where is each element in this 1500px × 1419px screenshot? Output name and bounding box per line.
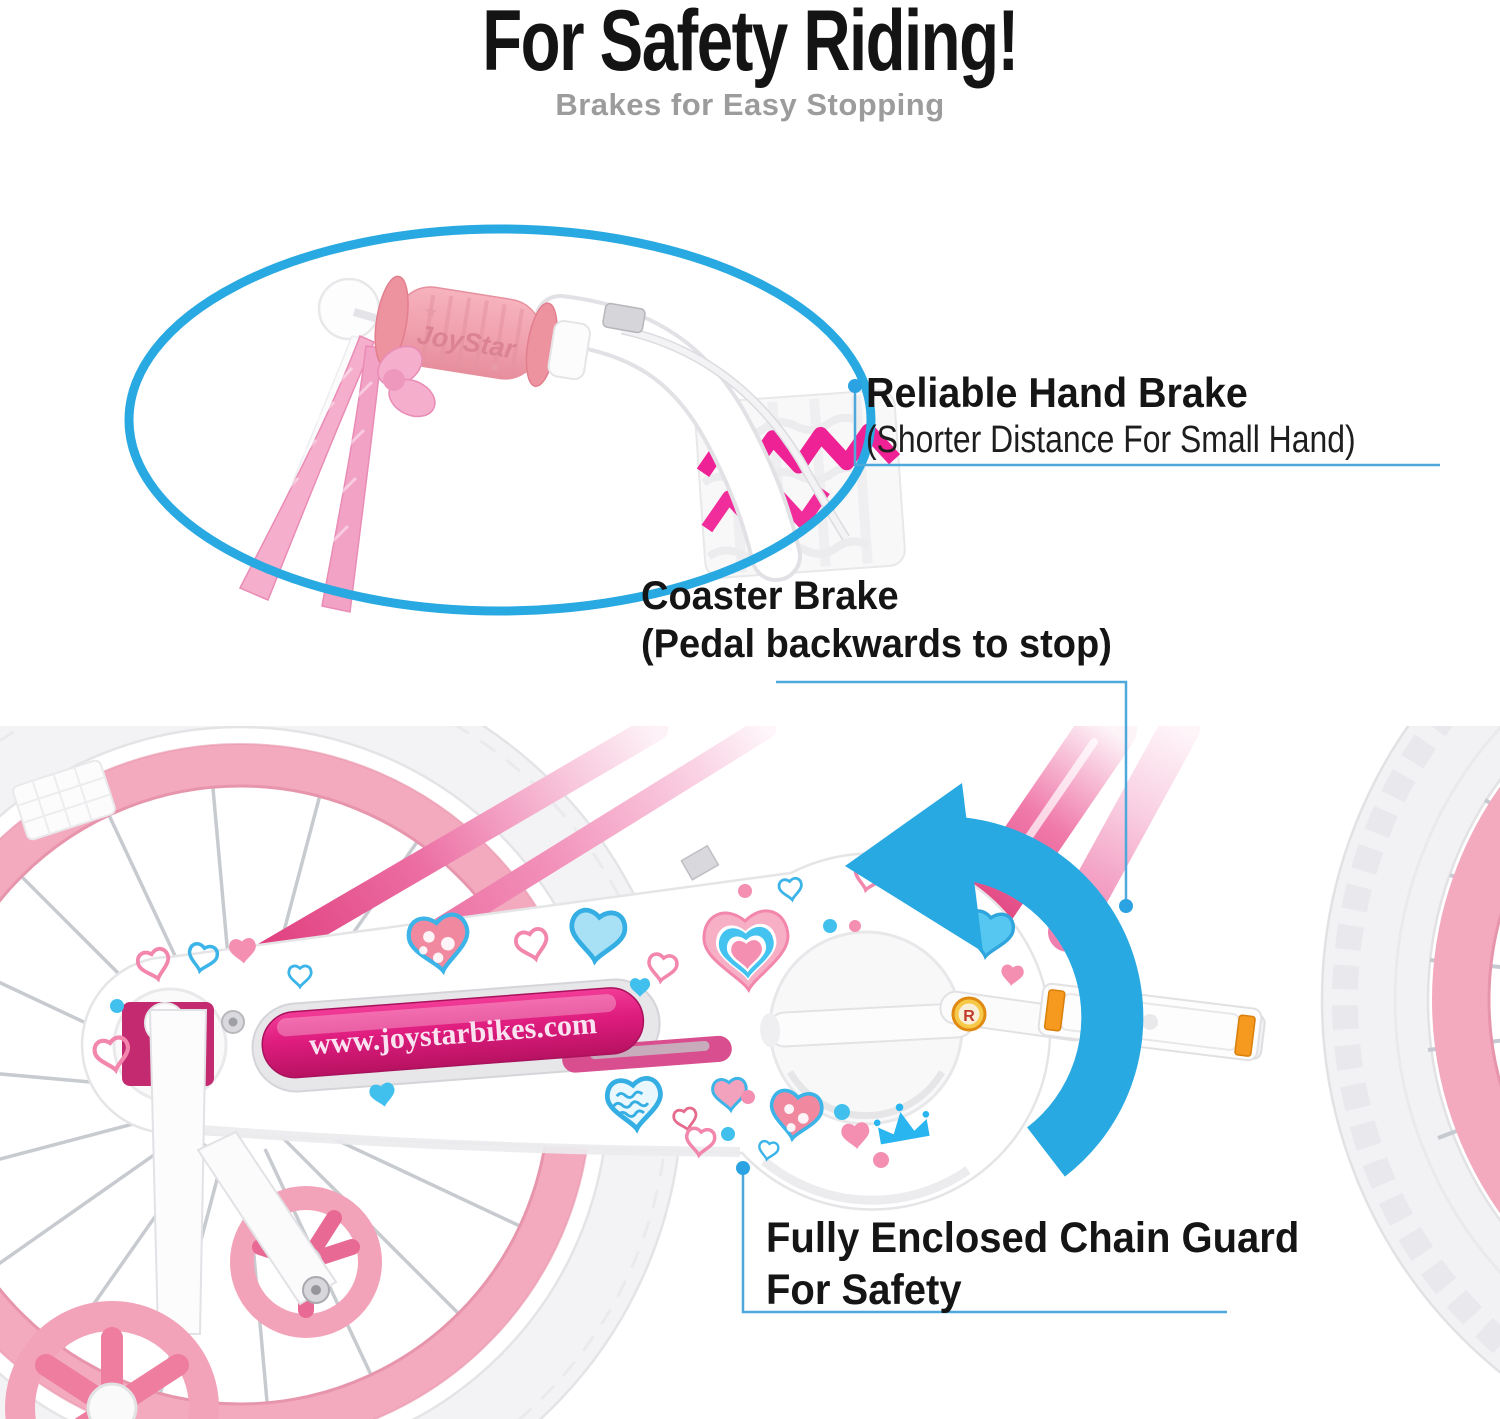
chain-guard-note: For Safety — [766, 1266, 962, 1314]
callout-coaster-brake: Coaster Brake (Pedal backwards to stop) — [641, 572, 1137, 668]
hand-brake-note: (Shorter Distance For Small Hand) — [866, 419, 1356, 461]
highlight-ellipse-icon — [124, 224, 876, 616]
pedal — [1037, 982, 1266, 1062]
grip-star-emboss-icon: ★ — [422, 303, 439, 322]
callout-dots — [736, 379, 1133, 1175]
chain-guard-url-bar: www.joystarbikes.com — [251, 978, 732, 1093]
page-title: For Safety Riding! — [482, 0, 1019, 89]
page-subtitle: Brakes for Easy Stopping — [555, 87, 945, 122]
chain-guard: www.joystarbikes.com — [80, 852, 1052, 1211]
callout-line-coaster-brake — [776, 680, 1128, 900]
training-wheel-front — [5, 1301, 219, 1419]
spoke-reflector — [12, 759, 116, 841]
coaster-brake-note: (Pedal backwards to stop) — [641, 622, 1112, 666]
pedal-reflector-left — [1043, 989, 1066, 1032]
streamer-mount-disc — [317, 277, 381, 341]
crown-doodle-icon — [873, 1103, 930, 1145]
handlebar-grip: ★ ★ JoyStar — [374, 275, 591, 388]
callout-dot-icon — [1119, 899, 1133, 913]
ribbon-streamers — [238, 335, 383, 613]
handlebar-tube — [538, 298, 798, 578]
rotation-arrow-icon — [845, 783, 1144, 1177]
crank-badge-letter: R — [963, 1008, 975, 1025]
heart-doodles-icon — [93, 859, 1025, 1168]
callout-chain-guard: Fully Enclosed Chain Guard For Safety — [766, 1212, 1339, 1316]
callout-line-hand-brake — [853, 392, 1440, 467]
bar-collar — [547, 320, 591, 381]
chain-guard-title: Fully Enclosed Chain Guard — [766, 1214, 1300, 1262]
front-wheel — [1320, 726, 1500, 1374]
pedal-reflector-right — [1234, 1014, 1256, 1057]
callout-line-chain-guard — [741, 1174, 1227, 1314]
callout-dot-icon — [848, 379, 862, 393]
callout-hand-brake: Reliable Hand Brake (Shorter Distance Fo… — [866, 369, 1449, 462]
callout-dot-icon — [736, 1161, 750, 1175]
handlebar-photo: ★ ★ JoyStar — [124, 224, 906, 616]
brake-clamp — [602, 302, 646, 334]
training-wheels — [5, 1009, 382, 1419]
ribbon-bow — [377, 345, 436, 418]
bike-photo: www.joystarbikes.com — [0, 726, 1500, 1419]
callout-lines — [741, 392, 1440, 1314]
grip-star-emboss-icon: ★ — [488, 358, 503, 376]
coaster-brake-title: Coaster Brake — [641, 574, 899, 618]
hand-brake-title: Reliable Hand Brake — [866, 369, 1248, 416]
